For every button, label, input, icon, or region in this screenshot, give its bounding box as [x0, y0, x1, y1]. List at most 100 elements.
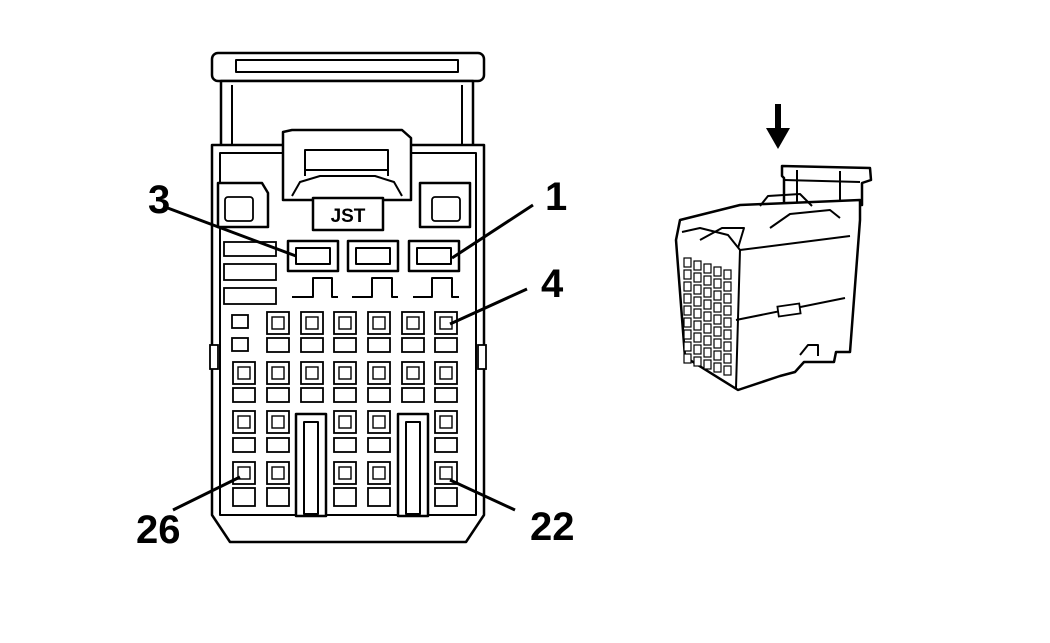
cavity-window [434, 337, 458, 353]
iso-cavity [693, 308, 702, 319]
small-cavity-inner [439, 366, 453, 380]
leader-pin-3 [164, 205, 297, 258]
iso-cavity [693, 344, 702, 355]
cavity-window [300, 387, 324, 403]
cavity-window [232, 487, 256, 507]
iso-cavity [703, 311, 712, 322]
iso-cavity [683, 341, 692, 352]
cavity-window [367, 387, 391, 403]
callout-pin-26: 26 [136, 508, 181, 552]
callout-pin-1: 1 [545, 175, 567, 219]
cavity-window [367, 487, 391, 507]
insertion-arrow-icon [766, 104, 790, 149]
cavity-window [401, 337, 425, 353]
tall-slot-left [294, 412, 328, 518]
small-cavity-inner [439, 466, 453, 480]
small-cavity-inner [237, 366, 251, 380]
small-cavity-inner [338, 316, 352, 330]
iso-cavity [693, 332, 702, 343]
connector-front-view: JST [209, 51, 487, 544]
cavity-window [333, 487, 357, 507]
iso-cavity [693, 284, 702, 295]
small-cavity-inner [372, 415, 386, 429]
iso-cavity [713, 338, 722, 349]
small-cavity-inner [237, 415, 251, 429]
iso-cavity [703, 263, 712, 274]
iso-cavity [693, 320, 702, 331]
cavity-window [333, 437, 357, 453]
small-cavity-inner [372, 366, 386, 380]
cavity-window [333, 387, 357, 403]
cavity-window [266, 487, 290, 507]
small-cavity-inner [338, 415, 352, 429]
small-cavity-inner [372, 466, 386, 480]
iso-cavity [683, 257, 692, 268]
iso-cavity [683, 329, 692, 340]
brand-plate [311, 196, 385, 232]
leader-pin-4 [449, 287, 528, 326]
leader-pin-26 [172, 475, 241, 512]
iso-cavity [693, 272, 702, 283]
tall-slot-right [396, 412, 430, 518]
callout-pin-3: 3 [148, 178, 170, 222]
lock-window [281, 128, 413, 202]
cavity-window [333, 337, 357, 353]
iso-cavity [723, 269, 732, 280]
small-cavity-inner [439, 415, 453, 429]
iso-cavity [713, 278, 722, 289]
iso-cavity [683, 317, 692, 328]
small-cavity-inner [338, 466, 352, 480]
leader-pin-22 [449, 478, 516, 512]
iso-cavity [683, 293, 692, 304]
small-cavity-inner [271, 366, 285, 380]
connector-isometric-view [674, 104, 873, 392]
iso-cavity [703, 347, 712, 358]
iso-cavity [713, 362, 722, 373]
iso-cavity [713, 314, 722, 325]
iso-cavity [713, 302, 722, 313]
iso-cavity [723, 281, 732, 292]
iso-cavity [683, 305, 692, 316]
small-cavity-inner [338, 366, 352, 380]
lock-tab-slot [235, 59, 459, 73]
small-cavity-inner [305, 366, 319, 380]
cavity-window [300, 337, 324, 353]
cavity-window [434, 437, 458, 453]
iso-cavity [703, 299, 712, 310]
iso-cavity [723, 329, 732, 340]
brand-label: JST [331, 206, 366, 227]
iso-cavity [723, 341, 732, 352]
iso-cavity [683, 281, 692, 292]
iso-cavity [713, 350, 722, 361]
small-cavity-inner [305, 316, 319, 330]
lock-tab [210, 51, 486, 83]
small-cavity-inner [406, 366, 420, 380]
iso-cavity [693, 260, 702, 271]
cavity-window [232, 387, 256, 403]
iso-cavity [693, 296, 702, 307]
iso-cavity [683, 269, 692, 280]
cavity-window [367, 437, 391, 453]
small-cavity-grid [232, 311, 458, 507]
cavity-window [367, 337, 391, 353]
iso-cavity [723, 353, 732, 364]
leader-pin-1 [451, 203, 534, 260]
iso-cavity [723, 305, 732, 316]
small-cavity-inner [271, 316, 285, 330]
small-cavity-inner [271, 466, 285, 480]
cavity-window [401, 387, 425, 403]
cavity-window [232, 437, 256, 453]
iso-cavity-face [683, 257, 732, 376]
iso-cavity [683, 353, 692, 364]
iso-cavity [693, 356, 702, 367]
small-cavity-inner [271, 415, 285, 429]
small-cavity-inner [406, 316, 420, 330]
cavity-window [434, 487, 458, 507]
small-cavity-inner [372, 316, 386, 330]
iso-cavity [703, 287, 712, 298]
iso-cavity [713, 266, 722, 277]
large-cavity-row [286, 239, 461, 298]
iso-cavity [713, 326, 722, 337]
cavity-window [266, 337, 290, 353]
